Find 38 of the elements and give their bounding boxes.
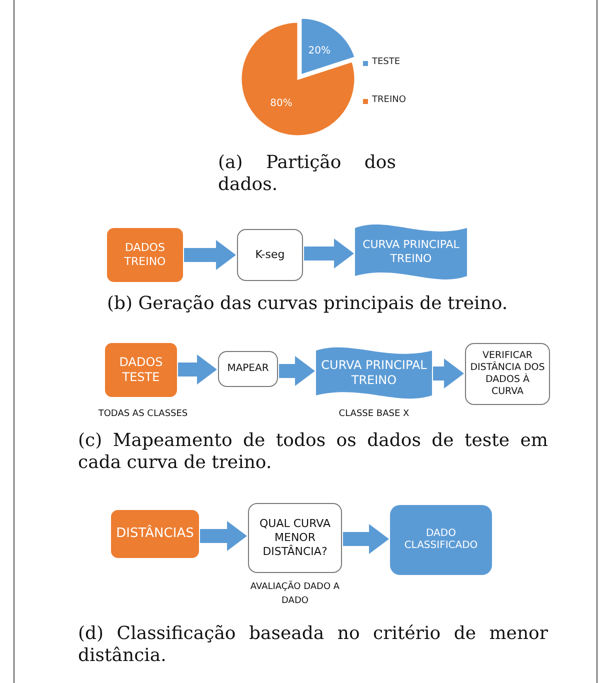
- block-arrow: [279, 356, 315, 386]
- legend-label: TESTE: [372, 57, 400, 67]
- figure-caption: (a) Partição dos dados.: [218, 152, 396, 196]
- node-text: DADO CLASSIFICADO: [403, 528, 479, 552]
- node-text: MAPEAR: [227, 362, 269, 376]
- process-box: [111, 510, 199, 558]
- node-text: DISTÂNCIAS: [116, 526, 194, 542]
- figure-caption: (c) Mapeamento de todos os dados de teste em cada curva de treino.: [78, 430, 548, 474]
- block-arrow: [178, 354, 217, 384]
- process-box: [237, 229, 303, 281]
- node-caption: CLASSE BASE X: [338, 408, 410, 421]
- node-text: DADOS TESTE: [118, 355, 164, 385]
- node-caption: AVALIAÇÃO DADO A DADO: [249, 580, 341, 608]
- process-box: [248, 503, 342, 573]
- process-box: [105, 343, 177, 397]
- block-arrow: [200, 521, 247, 551]
- node-text: DADOS TREINO: [123, 241, 167, 269]
- legend-label: TREINO: [372, 95, 406, 105]
- process-box: [465, 343, 550, 405]
- node-text: CURVA PRINCIPAL TREINO: [320, 358, 428, 388]
- data-label: 20%: [308, 46, 330, 57]
- figure-caption: (d) Classificação baseada no critério de menor distância.: [78, 623, 548, 667]
- wave-shape: [316, 345, 432, 401]
- block-arrow: [433, 358, 464, 388]
- node-caption: TODAS AS CLASSES: [98, 408, 188, 421]
- block-arrow: [343, 524, 389, 554]
- node-text: K-seg: [255, 248, 285, 262]
- figure-caption: (b) Geração das curvas principais de treino.: [107, 293, 509, 315]
- node-text: QUAL CURVA MENOR DISTÂNCIA?: [258, 517, 332, 559]
- data-label: 80%: [270, 98, 292, 110]
- block-arrow: [304, 238, 354, 268]
- process-box: [218, 351, 278, 387]
- node-text: CURVA PRINCIPAL TREINO: [362, 238, 460, 266]
- node-text: VERIFICAR DISTÂNCIA DOS DADOS À CURVA: [469, 350, 546, 398]
- block-arrow: [184, 240, 236, 270]
- process-box: [107, 228, 183, 282]
- wave-shape: [355, 222, 467, 282]
- process-box: [390, 505, 492, 575]
